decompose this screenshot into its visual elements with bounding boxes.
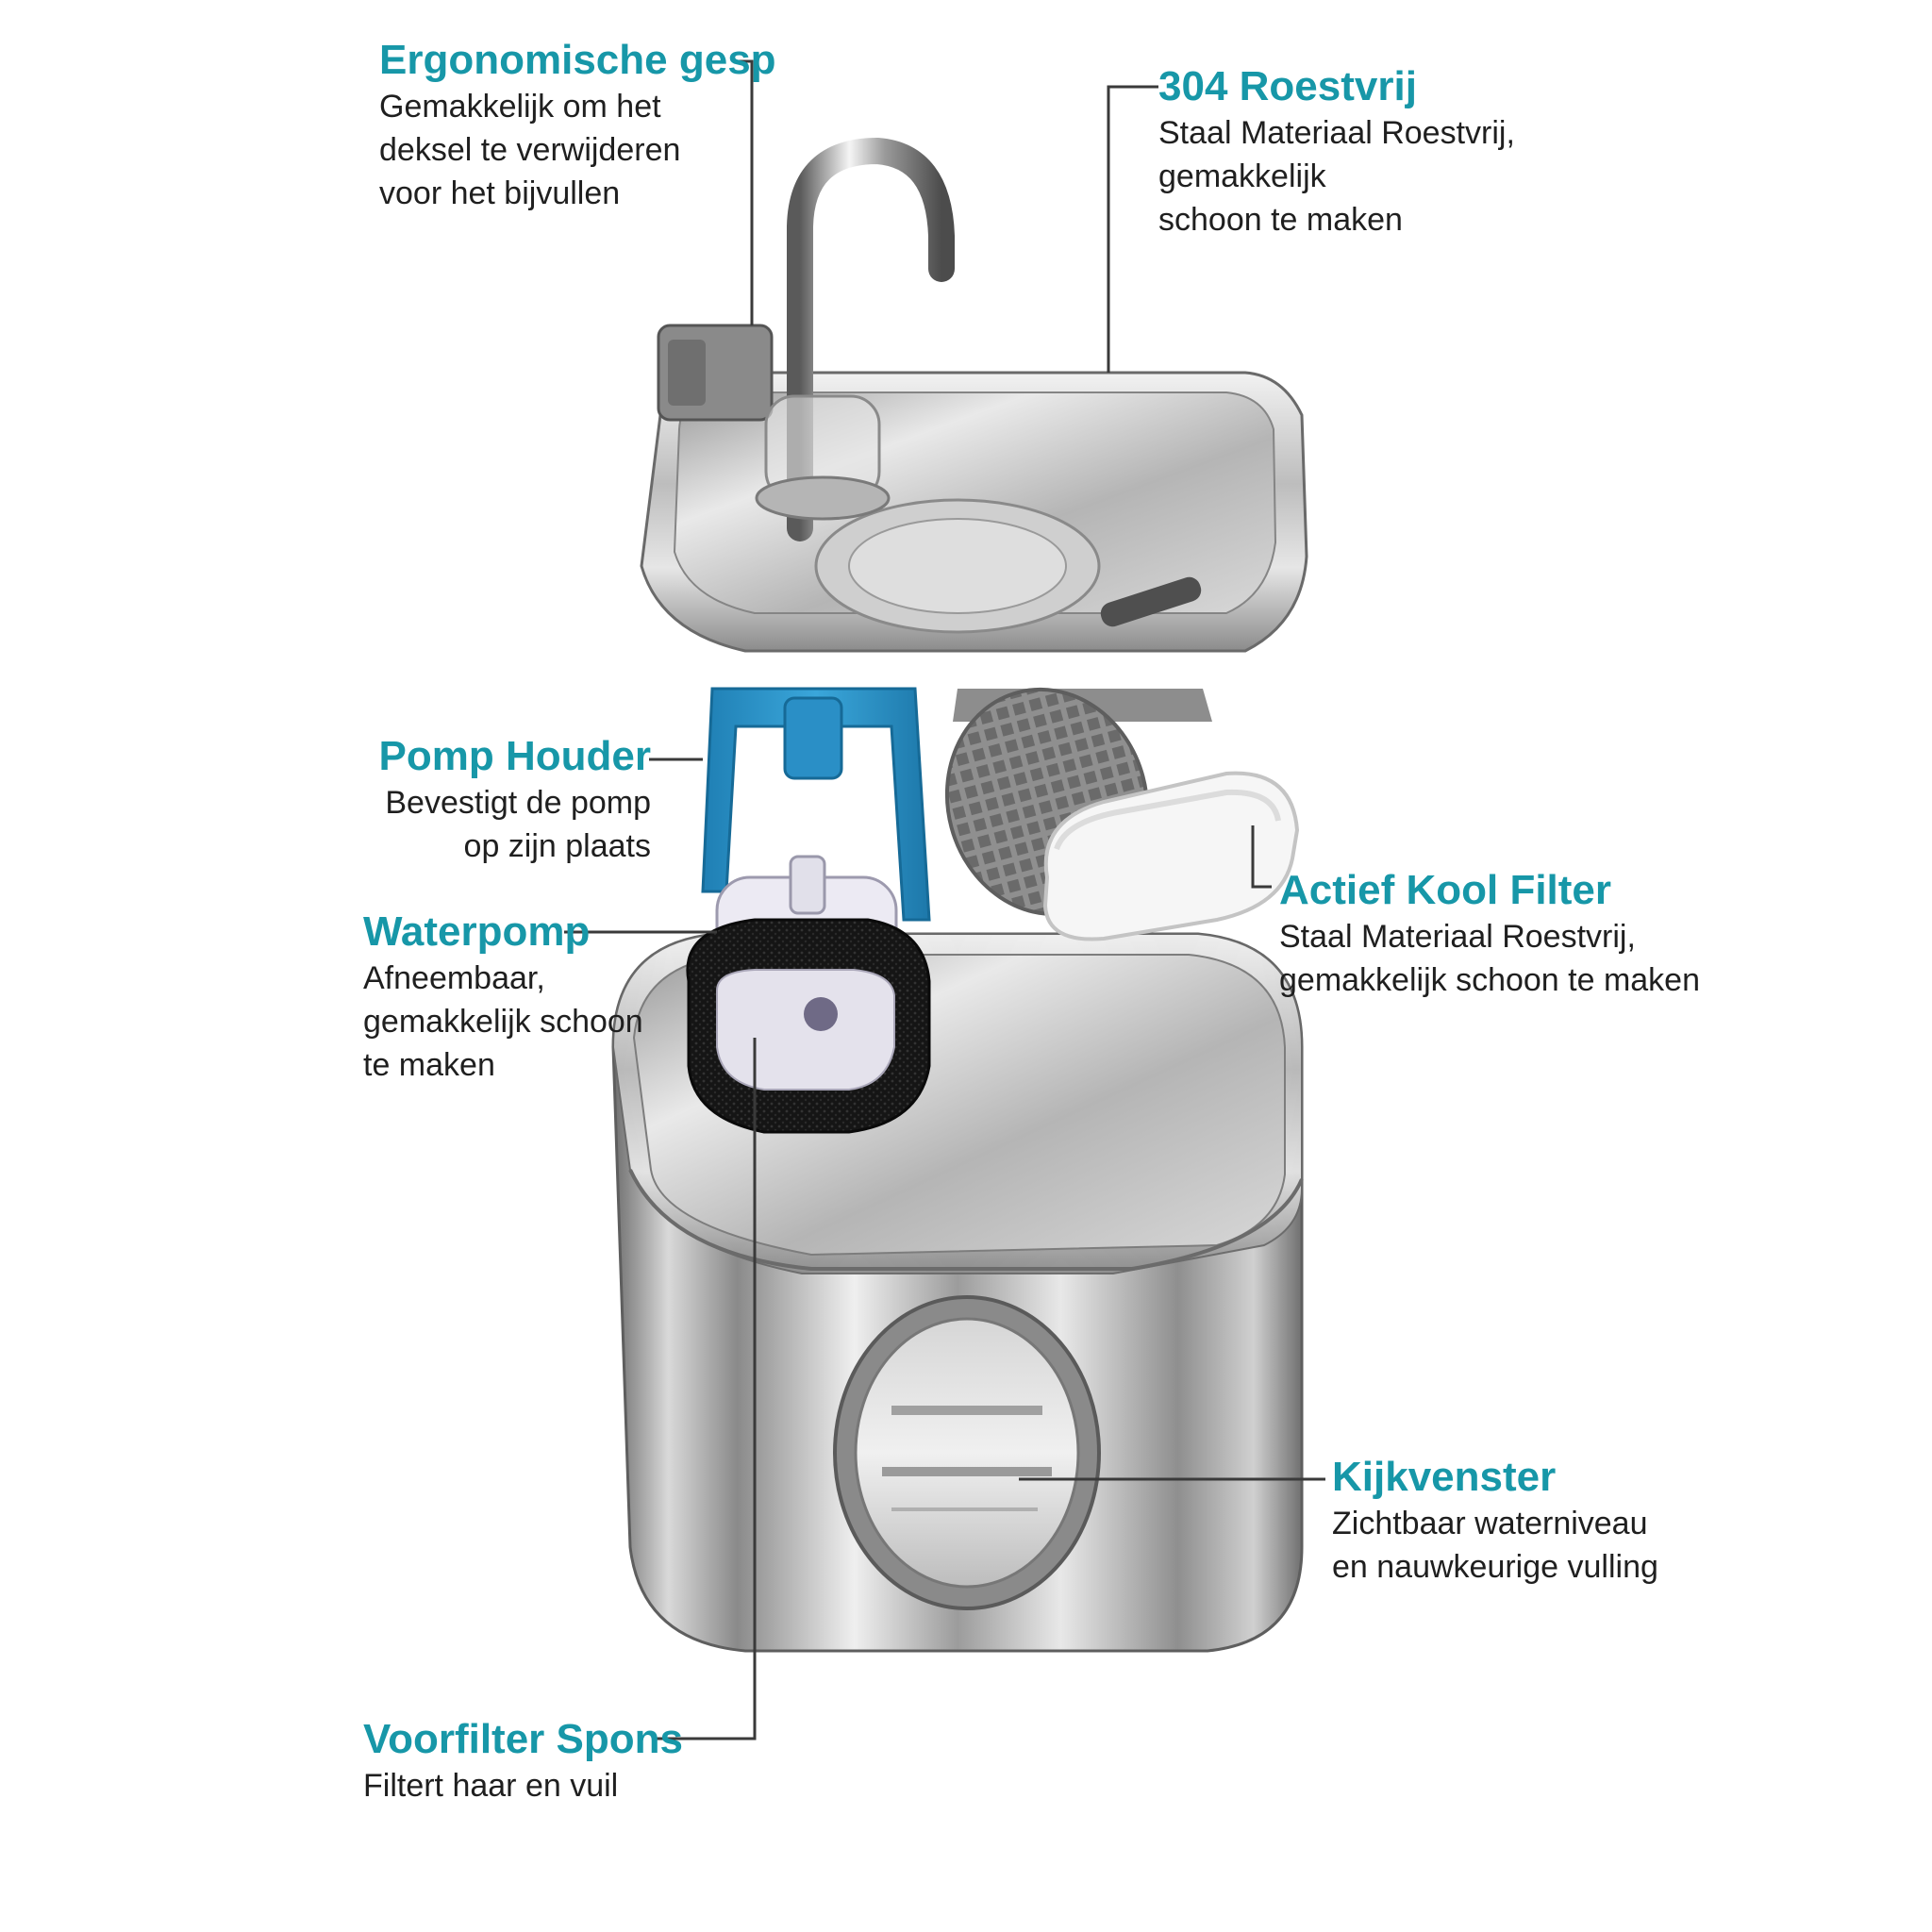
callout-buckle: Ergonomische gesp Gemakkelijk om het dek… xyxy=(379,36,776,215)
callout-steel-title: 304 Roestvrij xyxy=(1158,63,1417,109)
prefilter-sponge xyxy=(686,918,931,1134)
viewing-window xyxy=(833,1295,1101,1610)
callout-window: Kijkvenster Zichtbaar waterniveau en nau… xyxy=(1332,1453,1728,1589)
carbon-filter-pad xyxy=(1042,771,1300,941)
buckle-clip xyxy=(657,324,774,422)
leader-lines xyxy=(564,59,1325,1740)
callout-water-pump-desc: Afneembaar, gemakkelijk schoon te maken xyxy=(363,960,643,1083)
leader-sponge xyxy=(656,1038,757,1740)
faucet-spout xyxy=(755,137,955,541)
leader-carbon-filter xyxy=(1251,825,1272,889)
callout-pump-holder-title: Pomp Houder xyxy=(378,733,651,779)
pump-holder xyxy=(701,687,931,922)
callout-carbon-filter-title: Actief Kool Filter xyxy=(1279,867,1612,913)
callout-sponge: Voorfilter Spons Filtert haar en vuil xyxy=(363,1715,759,1807)
callout-pump-holder-desc: Bevestigt de pomp op zijn plaats xyxy=(385,785,651,864)
callout-buckle-title: Ergonomische gesp xyxy=(379,37,776,83)
leader-steel xyxy=(1107,85,1158,373)
callout-sponge-desc: Filtert haar en vuil xyxy=(363,1768,619,1804)
callout-water-pump: Waterpomp Afneembaar, gemakkelijk schoon… xyxy=(363,908,665,1087)
callout-sponge-title: Voorfilter Spons xyxy=(363,1716,683,1762)
callout-steel-desc: Staal Materiaal Roestvrij, gemakkelijk s… xyxy=(1158,115,1515,238)
callout-window-title: Kijkvenster xyxy=(1332,1454,1557,1500)
callout-window-desc: Zichtbaar waterniveau en nauwkeurige vul… xyxy=(1332,1506,1658,1585)
leader-buckle xyxy=(734,59,754,325)
callout-steel: 304 Roestvrij Staal Materiaal Roestvrij,… xyxy=(1158,62,1687,242)
fountain-lid xyxy=(640,371,1308,722)
callout-carbon-filter: Actief Kool Filter Staal Materiaal Roest… xyxy=(1279,866,1732,1002)
callout-pump-holder: Pomp Houder Bevestigt de pomp op zijn pl… xyxy=(358,732,651,868)
callout-buckle-desc: Gemakkelijk om het deksel te verwijderen… xyxy=(379,89,681,211)
callout-water-pump-title: Waterpomp xyxy=(363,908,591,955)
callout-carbon-filter-desc: Staal Materiaal Roestvrij, gemakkelijk s… xyxy=(1279,919,1701,998)
